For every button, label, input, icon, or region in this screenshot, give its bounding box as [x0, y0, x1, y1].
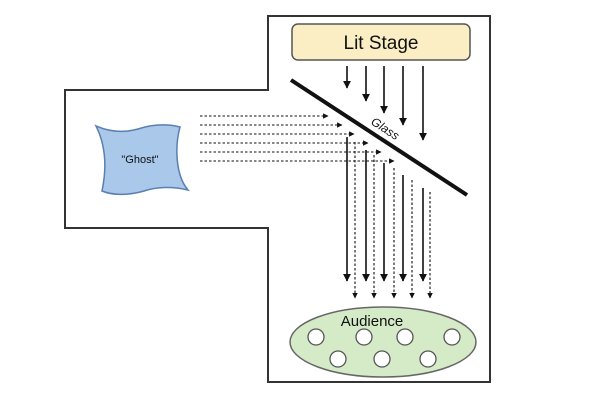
lit-stage-box: [291, 23, 471, 61]
audience-label: Audience: [341, 313, 404, 330]
audience-seats: [307, 328, 461, 368]
lit-stage-label: Lit Stage: [344, 33, 419, 54]
audience-seat: [373, 350, 391, 368]
audience-seat: [396, 328, 414, 346]
ghost-shape: [94, 124, 191, 196]
transmitted-rays: [343, 137, 427, 282]
glass-pane: [289, 78, 469, 197]
audience-seat: [443, 328, 461, 346]
ghost-rays: [200, 113, 395, 164]
stage-rays: [343, 66, 427, 141]
audience-seat: [419, 350, 437, 368]
audience-seat: [307, 328, 325, 346]
ghost-label: "Ghost": [121, 154, 158, 166]
audience-seat: [329, 350, 347, 368]
reflected-rays: [352, 142, 433, 299]
audience-seat: [355, 328, 373, 346]
